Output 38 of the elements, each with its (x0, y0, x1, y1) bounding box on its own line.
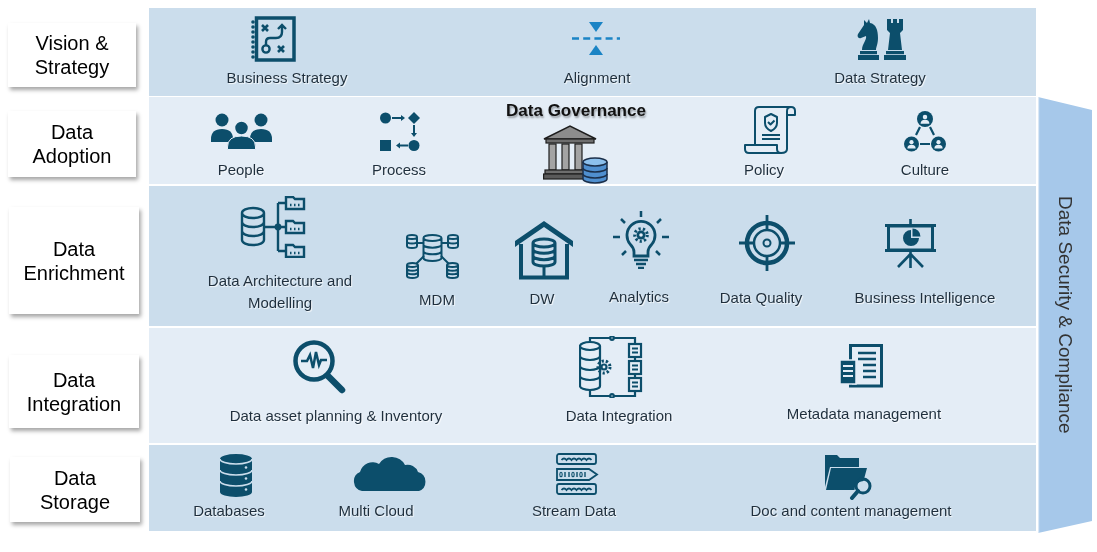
layer-card (9, 355, 139, 428)
capability-label: Databases (193, 501, 265, 521)
capability-label: Policy (744, 160, 784, 180)
capability-label: Alignment (563, 68, 631, 88)
layer-title: Data Storage (38, 465, 112, 514)
capability-label: Culture (900, 160, 950, 180)
capability-label: People (217, 160, 265, 180)
layer-card (8, 111, 136, 177)
capability-label: Doc and content management (750, 501, 952, 521)
layer-title: Data Enrichment (22, 236, 126, 285)
layer-title: Vision & Strategy (33, 31, 111, 79)
capability-label: Business Intelligence (854, 288, 996, 308)
layer-band (149, 328, 1036, 443)
capability-label: Data asset planning & Inventory (229, 406, 443, 426)
capability-label: Stream Data (531, 501, 617, 521)
capability-label: MDM (419, 290, 455, 310)
capability-label: Process (371, 160, 427, 180)
governance-heading: Data Governance (506, 99, 646, 122)
layer-band (149, 445, 1036, 531)
capability-label: Metadata management (786, 404, 942, 424)
layer-card (9, 207, 139, 314)
capability-label: Data Architecture and Modelling (206, 271, 354, 313)
pillar-title: Data Security & Compliance (1054, 196, 1077, 434)
capability-label: DW (529, 289, 555, 309)
capability-label: Data Integration (565, 406, 673, 426)
capability-label: Analytics (609, 287, 669, 307)
compliance-pillar (1038, 97, 1092, 533)
layer-title: Data Adoption (31, 120, 113, 168)
layer-card (10, 457, 140, 522)
capability-label: Multi Cloud (338, 501, 414, 521)
capability-label: Business Strategy (226, 68, 348, 88)
layer-band (149, 97, 1036, 184)
capability-label: Data Quality (719, 288, 803, 308)
capability-label: Data Strategy (834, 68, 926, 88)
layer-title: Data Integration (25, 367, 123, 416)
layer-band (149, 186, 1036, 326)
layer-band (149, 8, 1036, 96)
layer-card (8, 23, 136, 87)
